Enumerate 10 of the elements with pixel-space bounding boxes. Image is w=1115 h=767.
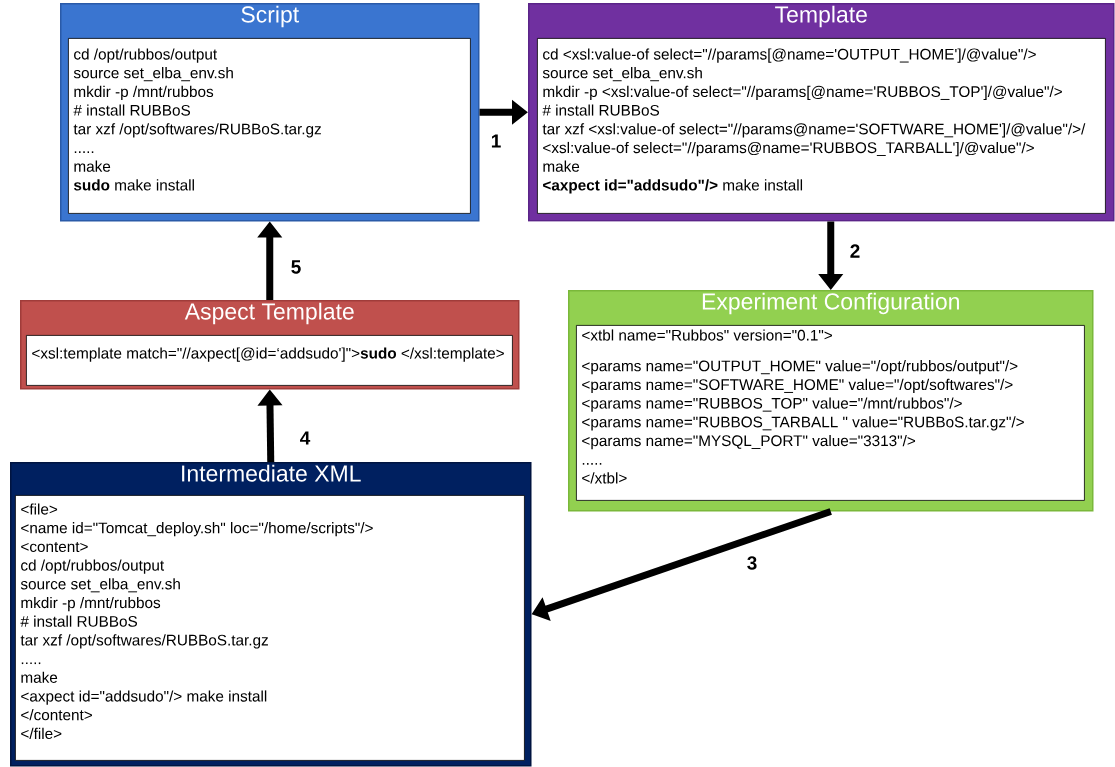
code-box: cd <xsl:value-of select="//params[@name='OUTPUT_HOME']/@value"/> source set_elba_env.sh mkdir -p <xsl:value-of select="//params[@name='RUBBOS_TOP']/@value"/> # install RUBBoS tar xzf <xsl:value-of select="//params@name='SOFTWARE_HOME']/@value"/>/ <xsl:value-of select="//params@name='RUBBOS_TARBALL']/@value"/> make <axpect id="addsudo"/> make install [537, 38, 1106, 214]
step-number: 2 [850, 244, 860, 258]
code-box: <xsl:template match="//axpect[@id=‘addsudo']">sudo </xsl:template> [26, 335, 513, 386]
step-number: 1 [491, 134, 501, 148]
step-number: 3 [747, 556, 757, 570]
code-box: cd /opt/rubbos/output source set_elba_env.sh mkdir -p /mnt/rubbos # install RUBBoS tar xzf /opt/softwares/RUBBoS.tar.gz ..... make sudo make install [68, 38, 471, 214]
step-number: 4 [300, 431, 311, 445]
code-box: <xtbl name="Rubbos" version="0.1"> <params name="OUTPUT_HOME" value="/opt/rubbos/output"/> <params name="SOFTWARE_HOME" value="/opt/softwares"/> <params name="RUBBOS_TOP" value="/mnt/rubbos"/> <params name="RUBBOS_TARBALL " value="RUBBoS.tar.gz"/> <params name="MYSQL_PORT" value="3313"/> ..... </xtbl> [576, 325, 1085, 501]
step-number: 5 [291, 260, 301, 274]
code-box: <file> <name id="Tomcat_deploy.sh" loc="/home/scripts"/> <content> cd /opt/rubbos/output source set_elba_env.sh mkdir -p /mnt/rubbos # install RUBBoS tar xzf /opt/softwares/RUBBoS.tar.gz ..... make <axpect id="addsudo"/> make install </content> </file> [15, 495, 525, 761]
